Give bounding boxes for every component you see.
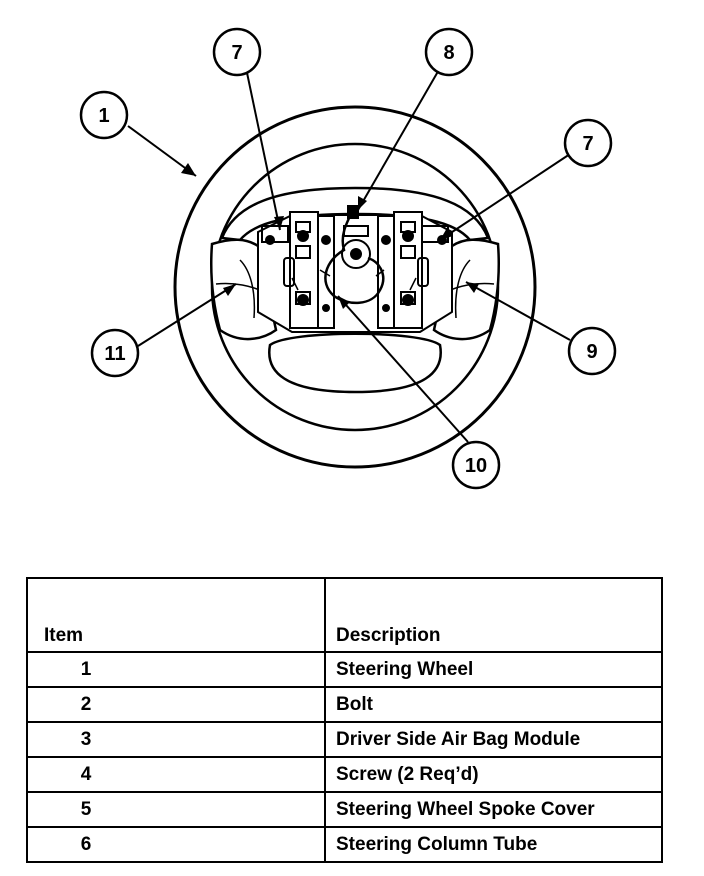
item-description: Screw (2 Req’d)	[324, 756, 663, 793]
callout-circle-11	[90, 328, 140, 378]
parts-table: Item Description 1 Steering Wheel 2 Bolt…	[26, 577, 663, 863]
description-column-header: Description	[324, 577, 663, 653]
callout-label-10: 10	[465, 455, 487, 477]
table-row: 3 Driver Side Air Bag Module	[26, 721, 663, 758]
item-description: Steering Column Tube	[324, 826, 663, 863]
item-description: Bolt	[324, 686, 663, 723]
table-row: 2 Bolt	[26, 686, 663, 723]
table-row: 6 Steering Column Tube	[26, 826, 663, 863]
leader-lines	[127, 67, 571, 443]
callout-label-11: 11	[104, 343, 125, 365]
table-row: 4 Screw (2 Req’d)	[26, 756, 663, 793]
callout-label-1: 1	[98, 105, 109, 127]
callout-label-8: 8	[443, 42, 454, 64]
callout-circle-9	[567, 326, 617, 376]
table-header-row: Item Description	[26, 577, 663, 653]
leader-arrowheads	[181, 163, 479, 309]
steering-wheel-diagram: 1 7 8 7 11 9 10	[79, 27, 617, 490]
item-number: 1	[26, 651, 326, 688]
item-column-header: Item	[26, 577, 326, 653]
callout-circle-8	[424, 27, 474, 77]
table-row: 5 Steering Wheel Spoke Cover	[26, 791, 663, 828]
table-row: 1 Steering Wheel	[26, 651, 663, 688]
callout-circle-7-right	[563, 118, 613, 168]
callout-circle-1	[79, 90, 129, 140]
item-number: 5	[26, 791, 326, 828]
item-description: Steering Wheel	[324, 651, 663, 688]
callout-label-7-right: 7	[582, 133, 593, 155]
callout-circle-10	[451, 440, 501, 490]
item-number: 6	[26, 826, 326, 863]
hub-mechanism	[257, 205, 453, 333]
item-description: Driver Side Air Bag Module	[324, 721, 663, 758]
item-number: 3	[26, 721, 326, 758]
callout-label-9: 9	[586, 341, 597, 363]
callout-label-7-left: 7	[231, 42, 242, 64]
callout-circle-7-left	[212, 27, 262, 77]
item-number: 2	[26, 686, 326, 723]
item-description: Steering Wheel Spoke Cover	[324, 791, 663, 828]
item-number: 4	[26, 756, 326, 793]
